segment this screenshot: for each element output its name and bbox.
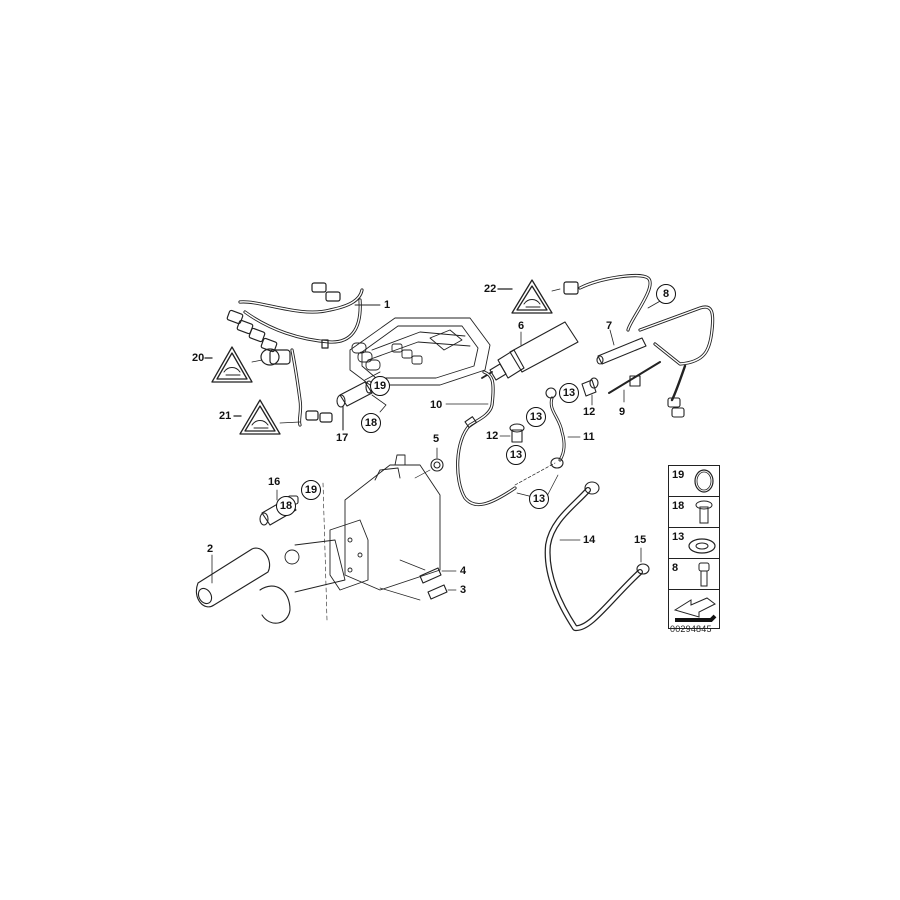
wiring-harness <box>226 282 381 427</box>
diagram-part-number: 00294845 <box>670 624 712 634</box>
hydraulic-unit <box>259 454 441 624</box>
callout-7: 7 <box>606 320 613 332</box>
callout-13c-circled: 13 <box>506 445 526 465</box>
callout-20: 20 <box>192 352 205 364</box>
callout-1: 1 <box>384 299 391 311</box>
callout-14: 14 <box>583 534 596 546</box>
callout-16: 16 <box>268 476 281 488</box>
callout-17: 17 <box>336 432 349 444</box>
legend-label-18: 18 <box>672 500 685 512</box>
actuator-6 <box>481 321 579 381</box>
callout-21: 21 <box>219 410 232 422</box>
warning-triangle-20 <box>204 346 263 383</box>
callout-13a-circled: 13 <box>559 383 579 403</box>
clamp-15 <box>636 547 650 575</box>
callout-19b-circled: 19 <box>301 480 321 500</box>
clip-9 <box>608 361 661 403</box>
callout-8-circled: 8 <box>656 284 676 304</box>
callout-11: 11 <box>583 431 595 443</box>
callout-6: 6 <box>518 320 525 332</box>
callout-4: 4 <box>460 565 467 577</box>
warning-triangle-21 <box>233 399 301 435</box>
hose-14 <box>544 481 643 631</box>
line-11 <box>514 387 581 501</box>
accumulator-2 <box>196 547 270 608</box>
valve-body <box>349 317 491 386</box>
legend-item-19: 19 <box>669 466 719 497</box>
callout-5: 5 <box>433 433 440 445</box>
callout-15: 15 <box>634 534 647 546</box>
callout-12a: 12 <box>583 406 596 418</box>
sensor-3 <box>427 584 457 600</box>
callout-13b-circled: 13 <box>526 407 546 427</box>
callout-22: 22 <box>484 283 497 295</box>
callout-10: 10 <box>430 399 443 411</box>
sensor-4 <box>419 567 457 584</box>
callout-9: 9 <box>619 406 626 418</box>
callout-18a-circled: 18 <box>361 413 381 433</box>
legend-label-8: 8 <box>672 562 679 574</box>
callout-3: 3 <box>460 584 467 596</box>
banjo-bolt-12b <box>499 423 525 443</box>
callout-19a-circled: 19 <box>370 376 390 396</box>
o-ring-icon <box>694 469 714 493</box>
warning-triangle-22 <box>497 279 561 314</box>
hardware-legend: 19 18 13 8 <box>668 465 720 629</box>
legend-item-18: 18 <box>669 497 719 528</box>
plug-5 <box>414 447 444 479</box>
legend-footer <box>669 590 719 628</box>
sealing-washer-icon <box>688 538 716 554</box>
callout-18b-circled: 18 <box>276 496 296 516</box>
callout-2: 2 <box>207 543 214 555</box>
arrow-icon <box>673 597 717 622</box>
tube-7 <box>596 329 647 365</box>
legend-label-19: 19 <box>672 469 685 481</box>
hex-socket-bolt-icon <box>698 562 710 587</box>
torx-bolt-icon <box>695 500 713 524</box>
legend-item-8: 8 <box>669 559 719 590</box>
line-10 <box>445 370 517 507</box>
right-harness <box>563 274 715 418</box>
legend-item-13: 13 <box>669 528 719 559</box>
callout-12b: 12 <box>486 430 499 442</box>
legend-label-13: 13 <box>672 531 685 543</box>
banjo-bolt-12a <box>581 377 599 406</box>
callout-13d-circled: 13 <box>529 489 549 509</box>
